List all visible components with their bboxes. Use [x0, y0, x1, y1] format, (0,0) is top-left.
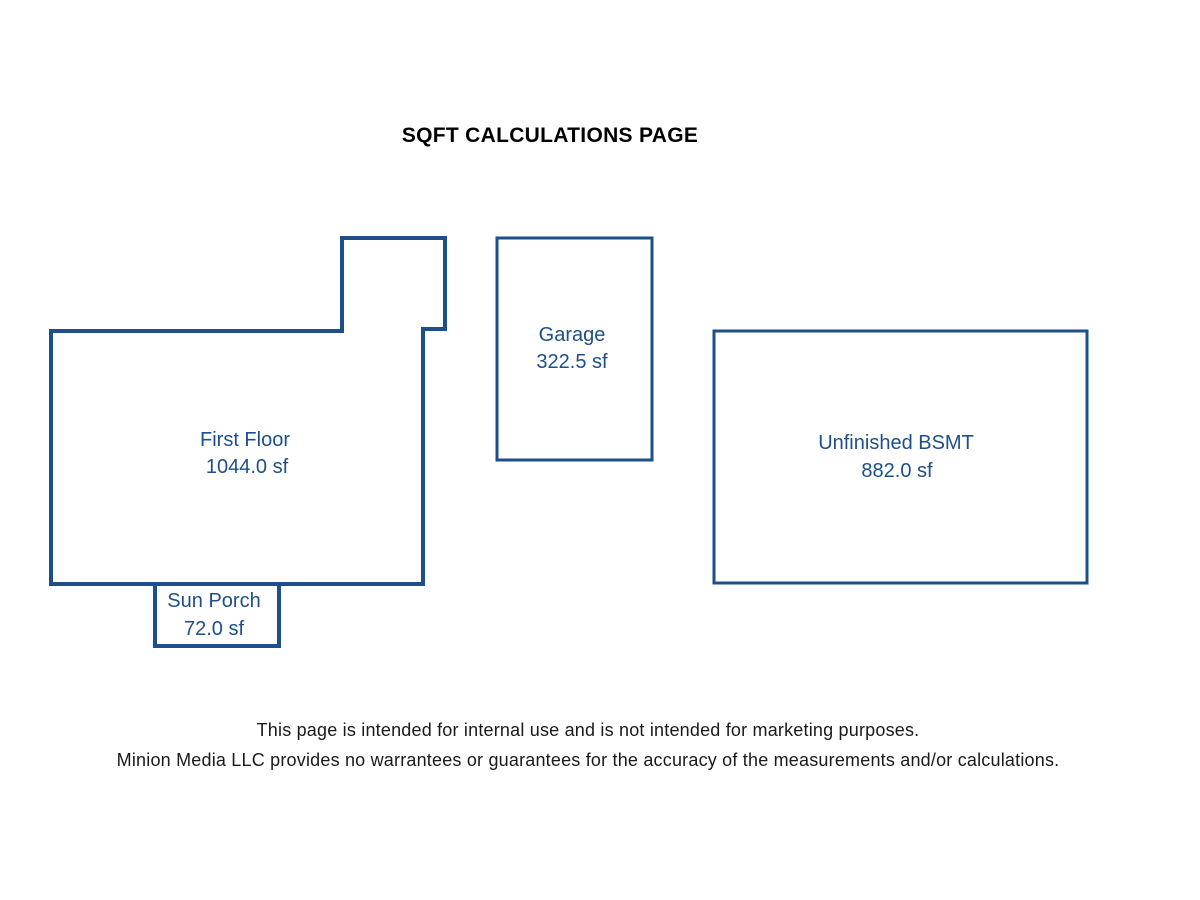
- garage-name: Garage: [539, 324, 606, 346]
- sun-porch-name: Sun Porch: [167, 590, 260, 612]
- sun-porch-area: 72.0 sf: [184, 618, 244, 640]
- unfinished-bsmt-name: Unfinished BSMT: [818, 432, 974, 454]
- garage-area: 322.5 sf: [536, 351, 608, 373]
- unfinished-bsmt-area: 882.0 sf: [861, 460, 933, 482]
- garage-outline: [495, 236, 654, 462]
- sun-porch-outline: [153, 584, 281, 648]
- disclaimer-line-1: This page is intended for internal use a…: [256, 720, 920, 740]
- disclaimer-line-2: Minion Media LLC provides no warrantees …: [116, 750, 1060, 770]
- page-title: SQFT CALCULATIONS PAGE: [401, 124, 699, 147]
- unfinished-bsmt-outline: [712, 329, 1089, 585]
- first-floor-outline: [49, 236, 447, 586]
- first-floor-area: 1044.0 sf: [206, 456, 289, 478]
- first-floor-name: First Floor: [200, 429, 290, 451]
